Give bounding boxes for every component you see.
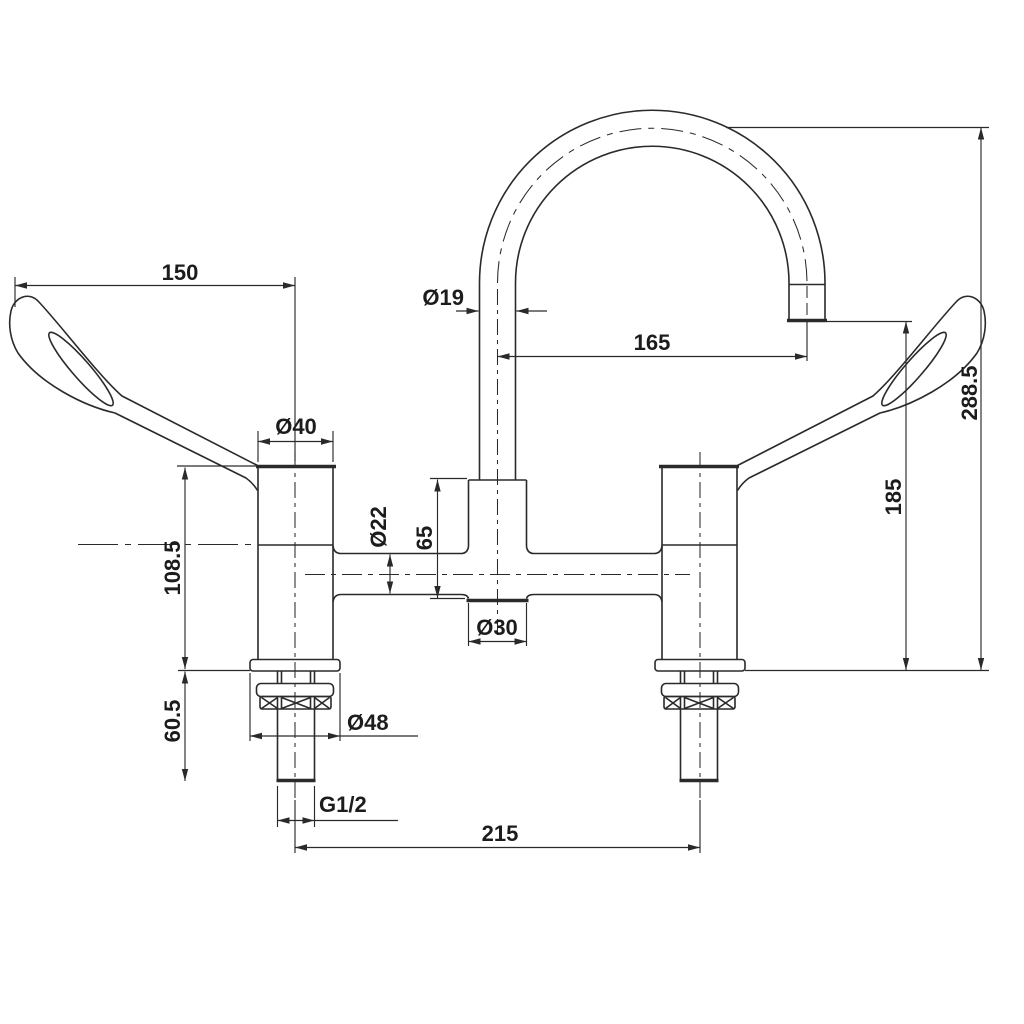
spout-and-center-body <box>78 109 827 640</box>
extension-lines-upper <box>14 126 989 462</box>
backnut-dividers <box>276 696 316 709</box>
dimension-labels: 150 Ø19 165 288.5 185 Ø40 Ø22 65 108.5 Ø… <box>160 260 982 846</box>
dim-label-overall-height: 288.5 <box>957 365 982 420</box>
backnut-cross-hatch <box>261 696 330 710</box>
left-pillar-and-lever-unit <box>8 295 470 800</box>
dim-label-inlet-thread: G1/2 <box>319 792 367 817</box>
extension-lines-middle <box>177 465 989 672</box>
lever-handle-outline <box>8 295 259 491</box>
dim-label-handle-length: 150 <box>162 260 199 285</box>
dim-label-spout-outlet-height: 185 <box>881 479 906 516</box>
spout-riser-walls <box>478 283 517 480</box>
spout-outlet-walls <box>788 283 826 320</box>
spout-arc-centerline <box>496 127 808 284</box>
dim-label-deck-to-body-top: 108.5 <box>160 540 185 595</box>
right-pillar-and-lever-unit <box>524 294 988 802</box>
pillar-walls <box>257 468 334 660</box>
dim-label-bridge-tube-diameter: Ø22 <box>366 506 391 548</box>
dim-label-spout-reach: 165 <box>634 330 671 355</box>
spout-outer-arc <box>478 109 826 284</box>
bridge-tube-segment <box>332 545 470 603</box>
dim-label-flange-diameter: Ø48 <box>347 710 389 735</box>
spout-inner-arc <box>514 145 790 284</box>
dimension-lines <box>15 127 985 851</box>
dim-label-spout-tube-diameter: Ø19 <box>422 285 464 310</box>
extension-lines-lower <box>249 673 701 853</box>
shank-stud-lines <box>276 671 316 684</box>
dim-label-center-body-height: 65 <box>412 526 437 550</box>
extension-lines <box>14 126 989 853</box>
dim-label-tap-hole-centres: 215 <box>482 821 519 846</box>
dim-label-center-body-diameter: Ø30 <box>476 615 518 640</box>
dim-label-body-diameter: Ø40 <box>275 414 317 439</box>
threaded-shank-walls <box>276 709 316 780</box>
dim-label-under-deck-length: 60.5 <box>160 700 185 743</box>
lever-handle-inner-line <box>47 331 115 407</box>
